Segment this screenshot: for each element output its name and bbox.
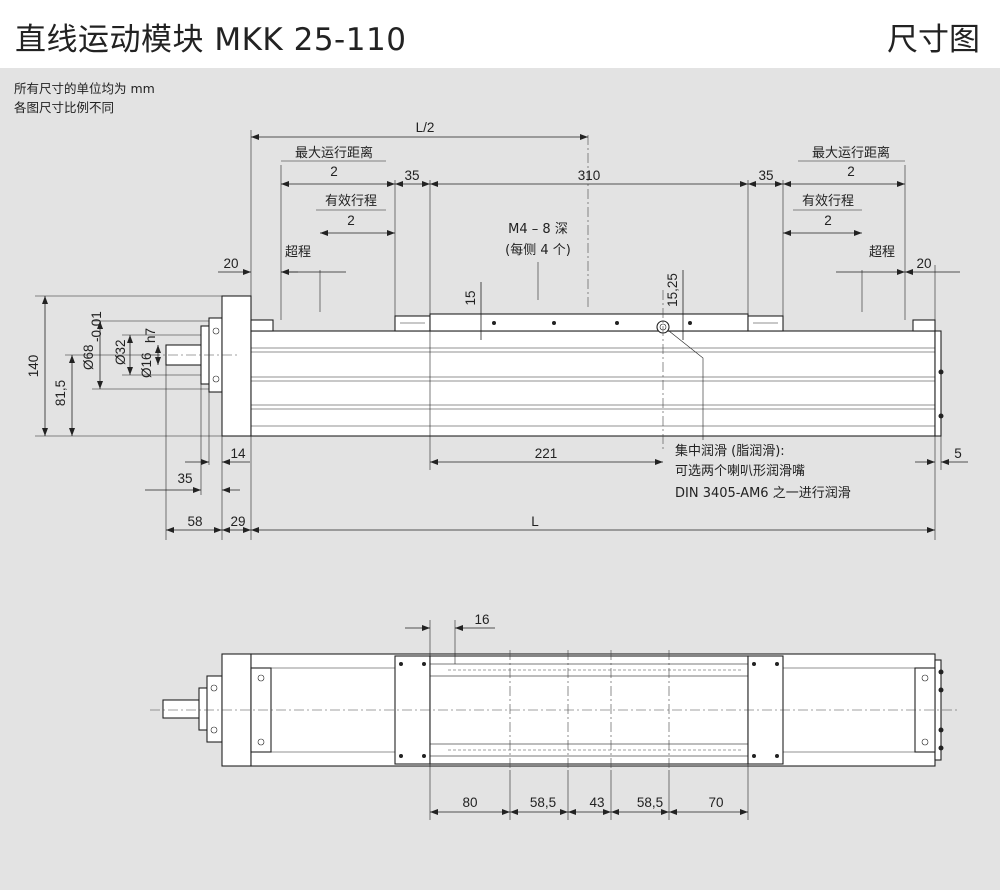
aluminium-profile — [250, 330, 936, 437]
label-thread-size: M4 – 8 深 — [508, 222, 568, 237]
dim-29: 29 — [230, 514, 245, 529]
label-thread-count: (每侧 4 个) — [505, 242, 571, 258]
dim-80: 80 — [462, 795, 477, 810]
note-scale: 各图尺寸比例不同 — [14, 100, 115, 115]
dim-20-right: 20 — [916, 256, 931, 271]
header: 直线运动模块 MKK 25-110 尺寸图 — [0, 0, 1000, 68]
label-div2-a: 2 — [330, 164, 338, 179]
dim-221: 221 — [535, 446, 558, 461]
dim-5: 5 — [954, 446, 962, 461]
dim-d32: Ø32 — [113, 339, 128, 365]
dim-half-length: L/2 — [416, 120, 435, 135]
dim-43: 43 — [589, 795, 604, 810]
dim-d68: Ø68 — [81, 344, 96, 370]
drive-shaft-plan — [162, 699, 202, 719]
label-overtravel-left: 超程 — [285, 245, 311, 260]
label-effective-stroke-left: 有效行程 — [325, 194, 377, 209]
label-div2-c: 2 — [347, 213, 355, 228]
carriage-seal-right — [747, 315, 784, 332]
label-max-travel-right: 最大运行距离 — [812, 145, 890, 161]
dim-35-flange: 35 — [177, 471, 192, 486]
plan-view: 16 80 58,5 43 58,5 70 — [150, 612, 960, 820]
side-view-dimensions: L/2 最大运行距离 2 35 310 35 最大运行距离 2 有效行程 2 有… — [26, 120, 968, 540]
dim-d68-tol: -0,01 — [89, 311, 104, 342]
drive-end-plate — [221, 295, 252, 437]
dim-35-left: 35 — [404, 168, 419, 183]
label-overtravel-right: 超程 — [869, 245, 895, 260]
dim-L: L — [531, 514, 539, 529]
carriage-seal-left — [394, 315, 431, 332]
note-units: 所有尺寸的单位均为 mm — [14, 81, 155, 96]
dim-140: 140 — [26, 355, 41, 378]
dim-15-25: 15,25 — [665, 273, 680, 307]
dim-310: 310 — [578, 168, 601, 183]
dim-70: 70 — [708, 795, 723, 810]
dim-35-right: 35 — [758, 168, 773, 183]
dim-16-plan: 16 — [474, 612, 489, 627]
dim-d16: Ø16 — [139, 352, 154, 378]
label-lube-1: 集中润滑 (脂润滑): — [675, 443, 785, 459]
page-title: 直线运动模块 MKK 25-110 — [15, 22, 407, 58]
dim-81-5: 81,5 — [53, 380, 68, 406]
side-view — [150, 135, 944, 450]
label-max-travel-left: 最大运行距离 — [295, 145, 373, 161]
carriage-table — [429, 313, 749, 332]
dim-58-5-b: 58,5 — [637, 795, 663, 810]
end-cap-right — [934, 330, 942, 437]
dim-14: 14 — [230, 446, 246, 461]
dim-58: 58 — [187, 514, 202, 529]
label-lube-2: 可选两个喇叭形润滑嘴 — [675, 464, 805, 479]
label-div2-b: 2 — [847, 164, 855, 179]
label-lube-3: DIN 3405-AM6 之一进行润滑 — [675, 486, 851, 501]
section-title: 尺寸图 — [887, 22, 980, 58]
label-effective-stroke-right: 有效行程 — [802, 194, 854, 209]
dim-20-left: 20 — [223, 256, 238, 271]
dim-15: 15 — [463, 290, 478, 305]
label-div2-d: 2 — [824, 213, 832, 228]
dim-d16-tol: h7 — [143, 328, 158, 343]
dim-58-5-a: 58,5 — [530, 795, 556, 810]
